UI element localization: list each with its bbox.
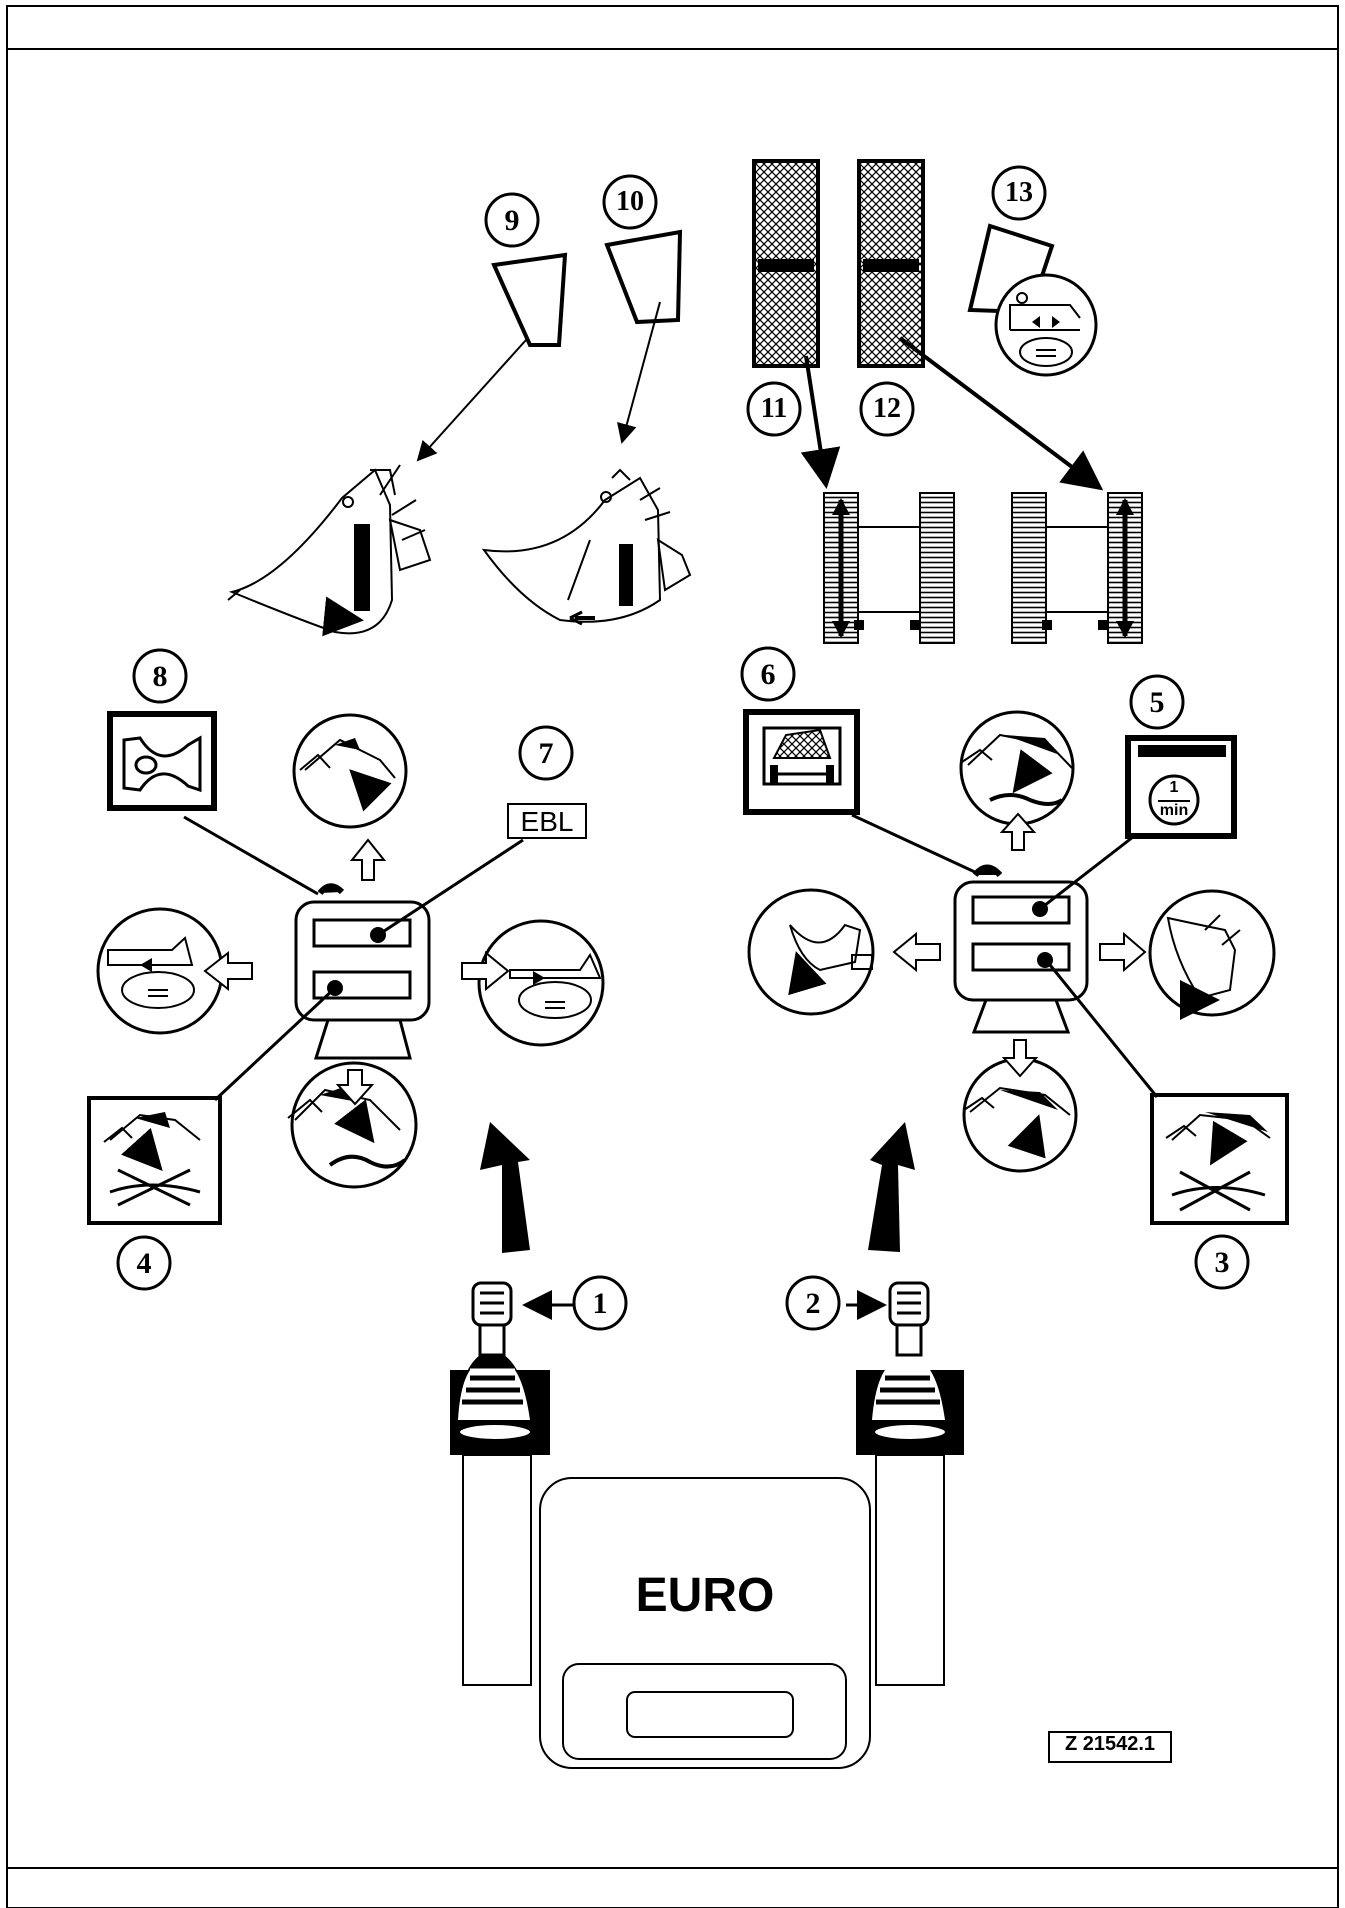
callout-1: 1 [592,1287,608,1320]
track-pedal-12 [857,159,1104,491]
ebl-decal-7 [377,803,587,937]
callout-6: 6 [760,658,776,691]
callout-9: 9 [504,204,520,237]
bucket-right-icon [481,468,692,626]
seat-icon [539,1477,871,1769]
tracks-right-icon [1011,492,1143,644]
rpm-numerator: 1 [1169,779,1179,796]
right-joystick-panel [953,864,1089,1034]
left-up-function-icon [292,713,408,881]
decal-9 [416,252,568,462]
decal-3 [1044,959,1289,1225]
page-border [6,5,1339,1908]
ebl-label: EBL [520,806,574,837]
callout-3: 3 [1214,1246,1230,1279]
track-pedal-11 [752,159,841,489]
rpm-denominator: min [1159,802,1189,819]
right-down-function-icon [962,1039,1078,1173]
callout-12: 12 [873,393,901,424]
tracks-left-icon [823,492,955,644]
decal-4 [87,986,337,1225]
right-joystick-icon [846,1281,964,1686]
forward-arrow-right-icon [868,1122,915,1252]
seat-label: EURO [635,1569,775,1622]
left-right-function-icon [461,919,605,1047]
callout-circles [116,165,1250,1331]
decal-10 [604,229,683,444]
decal-13 [967,223,1098,377]
bucket-left-icon [227,464,432,637]
right-right-function-icon [1099,889,1276,1020]
right-left-function-icon [747,888,941,1016]
callout-4: 4 [136,1247,152,1280]
decal-6 [743,709,978,875]
left-joystick-icon [450,1281,583,1686]
callout-11: 11 [760,393,788,424]
left-left-function-icon [96,907,253,1035]
callout-8: 8 [152,660,168,693]
figure-code: Z 21542.1 [1048,1731,1172,1763]
callout-5: 5 [1149,686,1165,719]
right-up-function-icon [959,710,1075,851]
decal-8-horn [107,711,319,896]
callout-13: 13 [1005,177,1033,208]
callout-2: 2 [805,1287,821,1320]
decal-5-rpm [1039,735,1237,911]
forward-arrow-left-icon [480,1122,530,1253]
left-joystick-panel [294,883,431,1060]
callout-10: 10 [616,186,644,217]
callout-7: 7 [538,737,554,770]
left-down-function-icon [287,1061,418,1189]
